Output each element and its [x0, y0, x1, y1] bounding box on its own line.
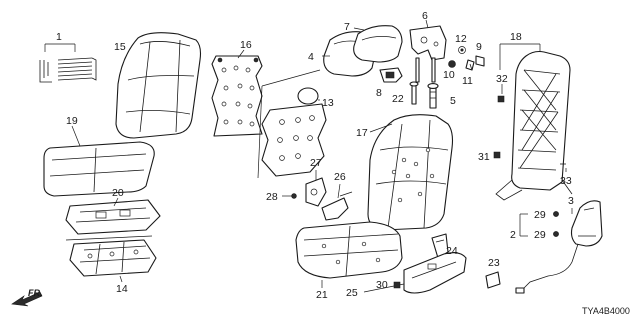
part-9-clip [475, 55, 485, 67]
part-14-cushion-frame [65, 235, 157, 283]
part-15-seatback-cover [115, 32, 202, 139]
part-18-seatback-frame [495, 43, 573, 201]
callout-1: 1 [56, 31, 62, 43]
callout-21: 21 [316, 289, 328, 301]
callout-24: 24 [446, 245, 458, 257]
callout-4: 4 [308, 51, 314, 63]
part-22-pin [409, 81, 419, 105]
part-24-bracket [431, 233, 449, 259]
callout-23: 23 [488, 257, 500, 269]
callout-16: 16 [240, 39, 252, 51]
callout-11: 11 [462, 75, 473, 87]
part-17-seatback-cushion [367, 114, 454, 231]
callout-22: 22 [392, 93, 404, 105]
part-3-side-airbag [515, 200, 603, 294]
part-8-headrest-guide [379, 67, 403, 83]
callout-33: 33 [560, 175, 572, 187]
callout-26: 26 [334, 171, 346, 183]
part-29-nut-a [553, 211, 559, 217]
diagram-code: TYA4B4000 [582, 306, 630, 316]
part-1-clips [39, 43, 97, 83]
part-23-cap [485, 271, 501, 289]
callout-28: 28 [266, 191, 278, 203]
callout-6: 6 [422, 10, 428, 22]
callout-25: 25 [346, 287, 358, 299]
front-direction-label: FR. [28, 288, 43, 298]
callout-12: 12 [455, 33, 467, 45]
callout-19: 19 [66, 115, 78, 127]
part-12-washer [458, 46, 466, 54]
callout-30: 30 [376, 279, 388, 291]
part-28-screw [282, 193, 297, 199]
part-7-headrest-cover [353, 25, 403, 63]
part-27-bracket [305, 170, 327, 207]
callout-20: 20 [112, 187, 124, 199]
part-20-cushion-pan [65, 197, 161, 235]
callout-3: 3 [568, 195, 574, 207]
part-33-screw [560, 163, 567, 172]
callout-13: 13 [322, 97, 334, 109]
callout-31: 31 [478, 151, 490, 163]
callout-32: 32 [496, 73, 508, 85]
part-10-nut [448, 60, 456, 68]
part-21-seat-cushion [295, 221, 403, 288]
part-29-nut-b [553, 231, 559, 237]
part-32-clip [497, 84, 505, 103]
part-30-clip [393, 281, 401, 289]
part-13-lumbar-support [257, 69, 327, 179]
callout-15: 15 [114, 41, 126, 53]
callout-18: 18 [510, 31, 522, 43]
callout-10: 10 [443, 69, 455, 81]
part-19-cushion-cover [43, 125, 155, 197]
front-direction-arrow-icon [11, 291, 43, 307]
part-6-headrest-bracket [409, 19, 447, 83]
part-5-pin [427, 83, 439, 109]
callout-17: 17 [356, 127, 368, 139]
part-2-bracket-line [519, 213, 528, 237]
callout-14: 14 [116, 283, 128, 295]
part-26-lever [321, 183, 353, 221]
callout-29-a: 29 [534, 209, 546, 221]
callout-labels: 1 15 16 13 4 7 6 12 9 10 11 8 22 5 18 32… [56, 10, 574, 301]
callout-29-b: 29 [534, 229, 546, 241]
part-16-back-pad [211, 49, 263, 137]
callout-7: 7 [344, 21, 350, 33]
callout-5: 5 [450, 95, 456, 107]
part-31-clip [493, 151, 501, 159]
callout-2: 2 [510, 229, 516, 241]
part-11-bolt [465, 59, 475, 71]
callout-9: 9 [476, 41, 482, 53]
callout-27: 27 [310, 157, 322, 169]
callout-8: 8 [376, 87, 382, 99]
